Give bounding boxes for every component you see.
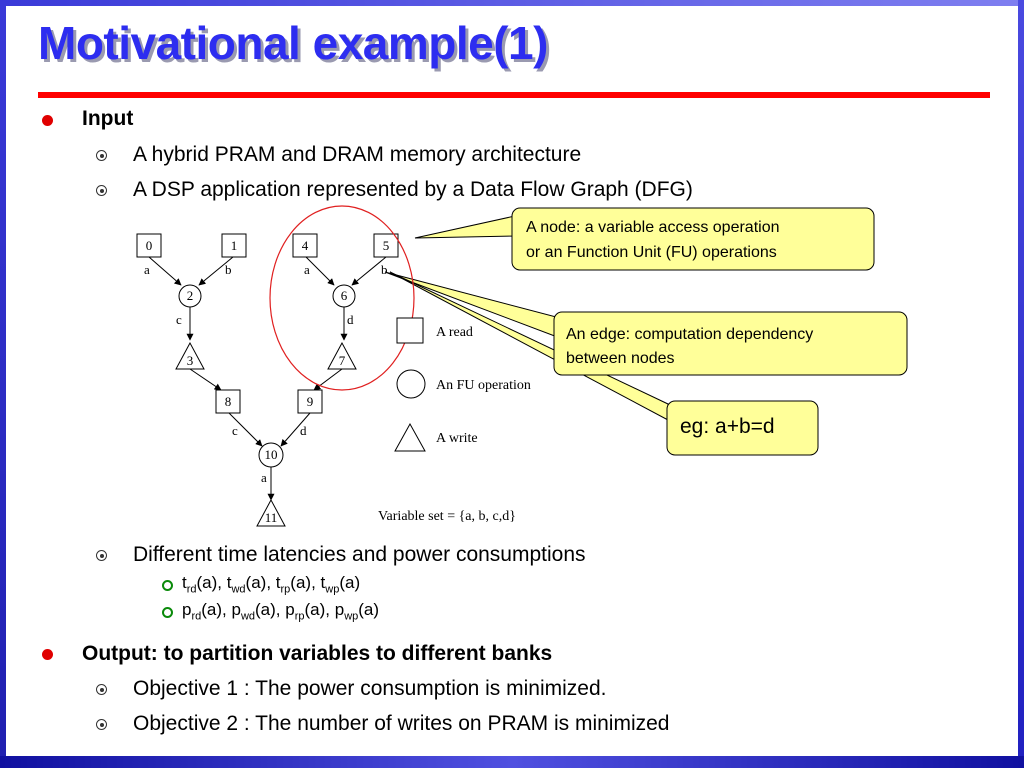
- callout-edge: [553, 311, 908, 376]
- callout-node-line2: or an Function Unit (FU) operations: [526, 244, 777, 261]
- bullet-hybrid: A hybrid PRAM and DRAM memory architectu…: [133, 143, 582, 166]
- node-2: [178, 284, 202, 308]
- node-0-label: 0: [146, 238, 153, 253]
- sub-bullet-icon: [96, 150, 107, 161]
- node-8: [215, 389, 241, 414]
- callout-node: [511, 207, 875, 271]
- frame-right: [1018, 0, 1024, 768]
- node-11: [256, 498, 286, 527]
- sub-bullet-icon: [96, 684, 107, 695]
- sub-bullet-icon: [96, 719, 107, 730]
- edge-label-a: a: [304, 262, 310, 277]
- highlight-circle: [269, 205, 415, 391]
- bullet-objective-2: Objective 2 : The number of writes on PR…: [133, 712, 670, 735]
- node-1-label: 1: [231, 238, 238, 253]
- bullet-latencies: Different time latencies and power consu…: [133, 543, 586, 566]
- sub-bullet-icon: [96, 550, 107, 561]
- title-underline: [38, 92, 990, 98]
- callout-edge-line2: between nodes: [566, 350, 675, 367]
- frame-bottom: [0, 756, 1024, 768]
- variable-set: Variable set = {a, b, c,d}: [378, 509, 516, 524]
- node-9-label: 9: [307, 394, 314, 409]
- bullet-dot: [42, 649, 53, 660]
- sub-sub-bullet-icon: [162, 580, 173, 591]
- edge-label-d: d: [347, 312, 354, 327]
- node-4: [292, 233, 318, 258]
- edge-label-b: b: [225, 262, 232, 277]
- callout-edge-line1: An edge: computation dependency: [566, 326, 813, 343]
- edge-label-a: a: [144, 262, 150, 277]
- node-7: [327, 341, 357, 370]
- frame-left: [0, 0, 6, 768]
- bullet-output: Output: to partition variables to differ…: [82, 642, 553, 665]
- bullet-dsp: A DSP application represented by a Data …: [133, 178, 693, 201]
- power-formula: prd(a), pwd(a), prp(a), pwp(a): [182, 600, 380, 623]
- callout-example-text: eg: a+b=d: [680, 415, 775, 438]
- callout-node-line1: A node: a variable access operation: [526, 219, 780, 236]
- edge-label-c: c: [176, 312, 182, 327]
- node-5-label: 5: [383, 238, 390, 253]
- legend-fu-label: An FU operation: [436, 378, 531, 393]
- node-9: [297, 389, 323, 414]
- edge-label-c: c: [232, 423, 238, 438]
- node-7-label: 7: [339, 353, 346, 368]
- sub-sub-bullet-icon: [162, 607, 173, 618]
- callout-example: [666, 400, 819, 456]
- node-4-label: 4: [302, 238, 309, 253]
- node-6: [332, 284, 356, 308]
- node-11-label: 11: [265, 510, 278, 525]
- legend-write-triangle: [394, 422, 426, 452]
- legend-fu-circle: [396, 369, 426, 399]
- node-2-label: 2: [187, 288, 194, 303]
- node-3-label: 3: [187, 353, 194, 368]
- node-3: [175, 341, 205, 370]
- node-10-label: 10: [265, 447, 278, 462]
- edge-label-a: a: [261, 470, 267, 485]
- time-latency-formula: trd(a), twd(a), trp(a), twp(a): [182, 573, 361, 596]
- bullet-dot: [42, 115, 53, 126]
- node-6-label: 6: [341, 288, 348, 303]
- sub-bullet-icon: [96, 185, 107, 196]
- legend-write-label: A write: [436, 431, 478, 446]
- edge-label-b: b: [381, 262, 388, 277]
- slide-title: Motivational example(1): [38, 17, 548, 69]
- node-10: [258, 442, 284, 468]
- node-5: [373, 233, 399, 258]
- legend-read-label: A read: [436, 325, 473, 340]
- edge-label-d: d: [300, 423, 307, 438]
- bullet-input: Input: [82, 107, 134, 130]
- bullet-objective-1: Objective 1 : The power consumption is m…: [133, 677, 607, 700]
- node-8-label: 8: [225, 394, 232, 409]
- node-1: [221, 233, 247, 258]
- frame-top: [0, 0, 1024, 6]
- legend-read-square: [396, 317, 424, 344]
- node-0: [136, 233, 162, 258]
